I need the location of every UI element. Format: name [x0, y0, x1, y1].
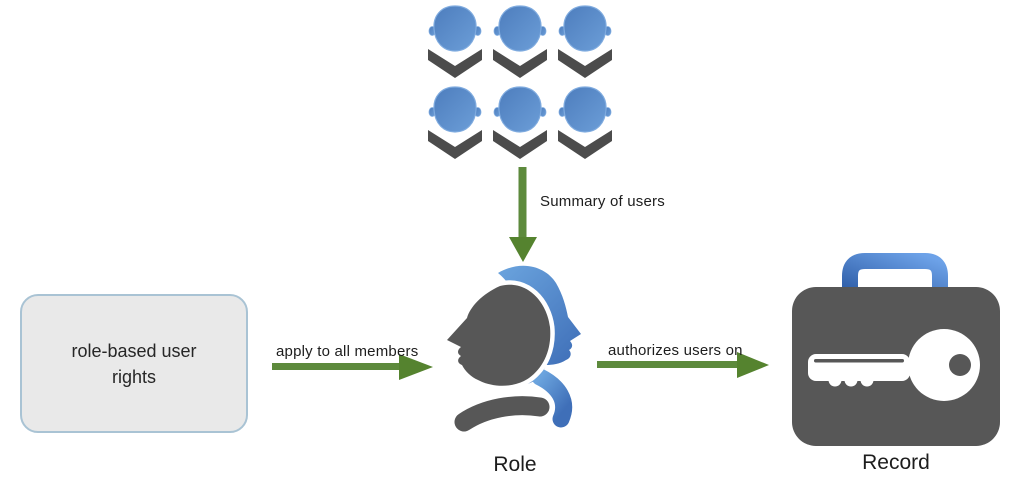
authorize-arrow-icon — [597, 352, 769, 378]
users-group — [427, 4, 613, 160]
user-icon — [492, 85, 548, 160]
role-label: Role — [493, 453, 537, 476]
apply-arrow-label: apply to all members — [276, 343, 419, 360]
user-icon — [492, 4, 548, 79]
authorize-arrow-label: authorizes users on — [608, 342, 743, 359]
user-icon — [557, 4, 613, 79]
rights-box-label: role-based user rights — [71, 340, 197, 387]
role-two-profiles-icon — [440, 265, 581, 432]
record-case-key-icon — [790, 250, 1002, 450]
user-bust-icon — [428, 4, 482, 78]
record-case-body — [792, 287, 1000, 446]
user-icon — [427, 4, 483, 79]
user-icon — [557, 85, 613, 160]
apply-arrow-icon — [272, 354, 433, 380]
user-bust-icon — [558, 85, 612, 159]
user-bust-icon — [493, 4, 547, 78]
rights-box: role-based user rights — [20, 294, 248, 433]
user-bust-icon — [493, 85, 547, 159]
user-bust-icon — [558, 4, 612, 78]
record-handle — [842, 253, 948, 294]
user-icon — [427, 85, 483, 160]
record-label: Record — [862, 451, 930, 474]
summary-arrow-icon — [509, 167, 537, 262]
key-icon — [808, 329, 980, 401]
user-bust-icon — [428, 85, 482, 159]
summary-arrow-label: Summary of users — [540, 193, 665, 210]
